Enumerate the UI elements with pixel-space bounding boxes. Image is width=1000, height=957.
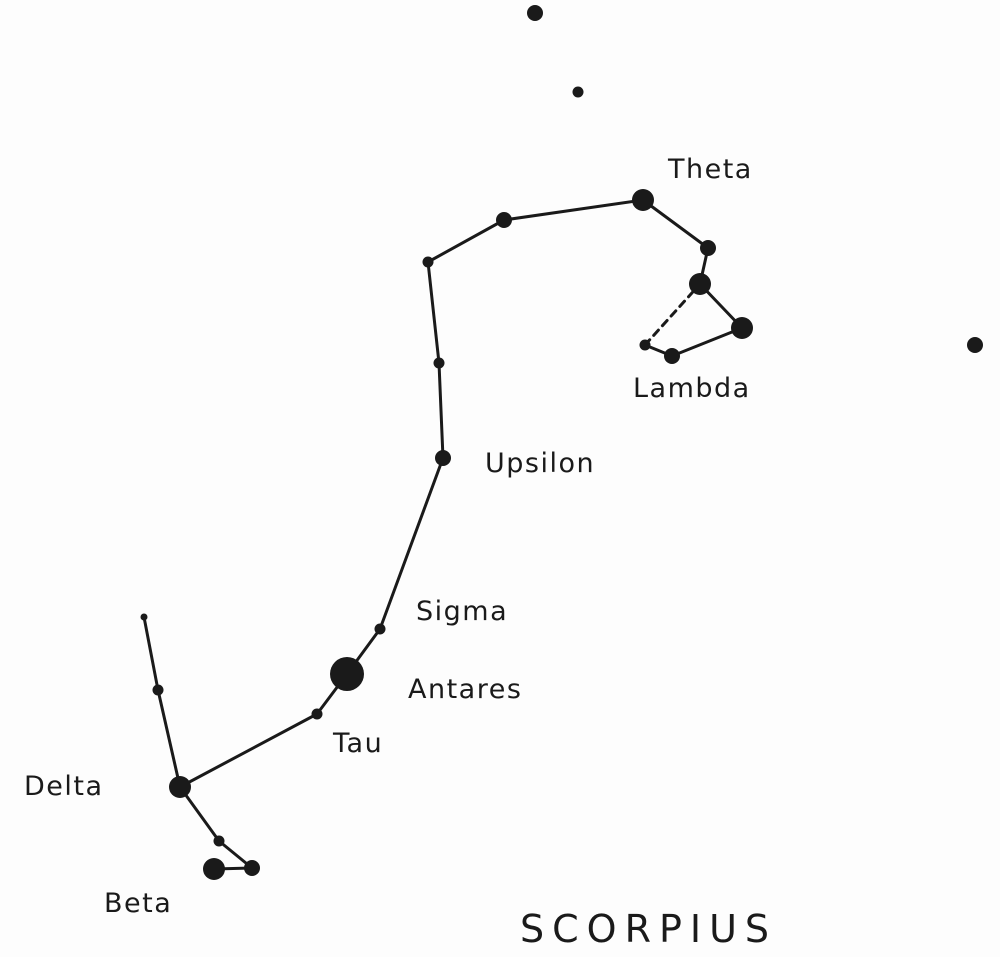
star-field-right <box>967 337 983 353</box>
label-antares: Antares <box>408 674 522 705</box>
line-claw-top-to-claw-1 <box>142 615 160 692</box>
line-tail-3-to-theta <box>502 198 645 222</box>
line-body-1-to-tail-4 <box>426 260 441 365</box>
line-lambda-west-to-tail-2 <box>643 282 702 347</box>
star-beta <box>203 858 225 880</box>
star-tau <box>311 708 323 720</box>
star-tail-2 <box>689 273 711 295</box>
label-beta: Beta <box>104 888 172 919</box>
star-tail-1 <box>700 240 716 256</box>
star-lambda-east <box>731 317 753 339</box>
line-tail-4-to-tail-3 <box>426 218 506 264</box>
line-upsilon-to-body-1 <box>437 361 445 460</box>
star-delta <box>169 776 191 798</box>
star-claw-1 <box>152 684 164 696</box>
constellation-stars <box>140 5 983 880</box>
label-delta: Delta <box>24 771 104 802</box>
line-theta-to-tail-1 <box>641 198 710 250</box>
star-antares <box>330 657 364 691</box>
star-labels: Theta Lambda Upsilon Sigma Antares Tau D… <box>24 154 753 919</box>
star-claw-2 <box>213 835 225 847</box>
star-beta-2 <box>244 860 260 876</box>
star-tail-3 <box>496 212 512 228</box>
line-sigma-to-upsilon <box>378 456 445 631</box>
label-upsilon: Upsilon <box>485 448 595 479</box>
star-field-top-small <box>572 86 584 98</box>
label-sigma: Sigma <box>416 596 508 627</box>
label-theta: Theta <box>667 154 753 185</box>
star-lambda <box>664 348 680 364</box>
star-lambda-west <box>639 339 651 351</box>
label-tau: Tau <box>332 728 383 759</box>
line-lambda-east-to-lambda <box>670 326 744 358</box>
constellation-title: SCORPIUS <box>520 907 777 951</box>
star-field-top <box>527 5 543 21</box>
constellation-lines <box>142 198 744 871</box>
star-upsilon <box>435 450 451 466</box>
star-tail-4 <box>422 256 434 268</box>
star-claw-top <box>140 613 148 621</box>
line-delta-to-claw-2 <box>178 785 221 843</box>
line-delta-to-tau <box>178 712 319 789</box>
star-body-1 <box>433 357 445 369</box>
star-sigma <box>374 623 386 635</box>
star-theta <box>632 189 654 211</box>
label-lambda: Lambda <box>633 373 751 404</box>
line-claw-1-to-delta <box>156 688 182 789</box>
